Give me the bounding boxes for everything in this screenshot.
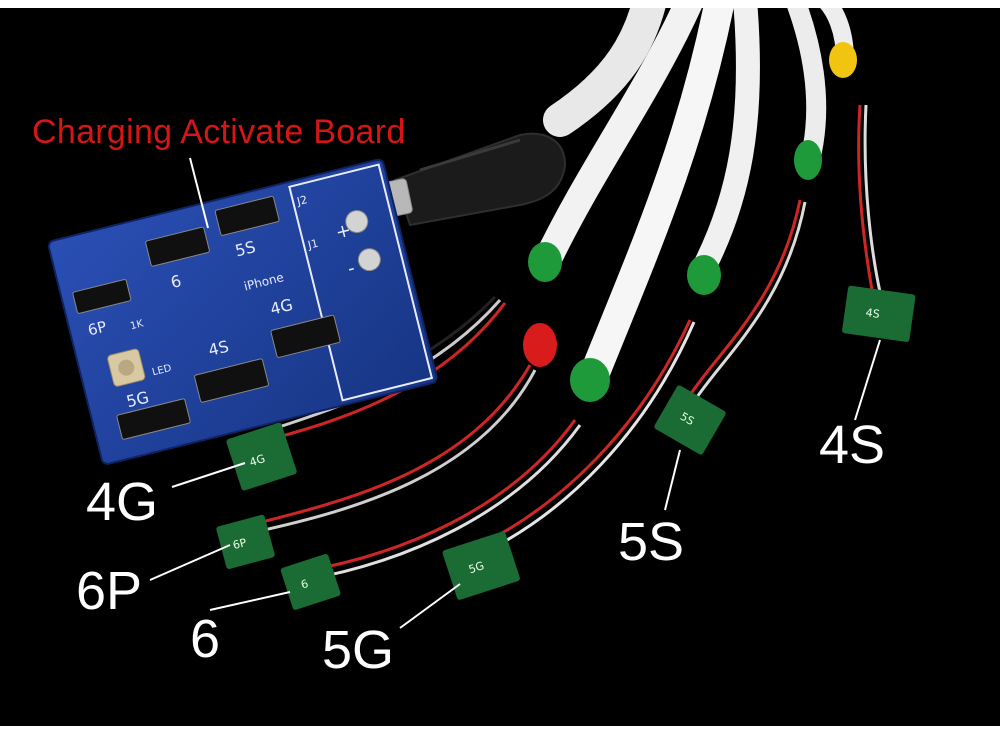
board-label-led: LED bbox=[151, 363, 173, 378]
pcb-label-4g: 4G bbox=[248, 452, 267, 469]
board-label-j1: J1 bbox=[306, 237, 320, 252]
pcb-tips: 4G 6P 6 5G 5S 4S bbox=[216, 285, 916, 610]
board-label-4g: 4G bbox=[268, 295, 295, 319]
charging-activate-board-label: Charging Activate Board bbox=[32, 113, 406, 151]
board-label-6: 6 bbox=[169, 271, 183, 292]
white-cables bbox=[531, 8, 854, 400]
label-4g: 4G bbox=[86, 472, 159, 532]
cable-sleeves bbox=[523, 42, 857, 402]
pointer-lines bbox=[149, 157, 881, 629]
photo-illustration: 5S 6 6P 1K LED 5G 4S 4G J2 J1 iPhone + -… bbox=[47, 8, 916, 629]
label-5s: 5S bbox=[618, 512, 685, 572]
board-label-minus: - bbox=[346, 258, 357, 280]
label-5g: 5G bbox=[322, 620, 395, 680]
board-label-plus: + bbox=[333, 220, 353, 244]
pcb-label-6p: 6P bbox=[231, 536, 248, 552]
label-6p: 6P bbox=[76, 561, 143, 621]
pcb-label-5g: 5G bbox=[467, 559, 486, 576]
pcb-label-6: 6 bbox=[299, 577, 310, 592]
board-label-6p: 6P bbox=[86, 318, 108, 340]
product-photo: 5S 6 6P 1K LED 5G 4S 4G J2 J1 iPhone + -… bbox=[0, 8, 1000, 726]
board-label-j2: J2 bbox=[295, 193, 309, 208]
label-4s: 4S bbox=[819, 415, 886, 475]
board-label-5g: 5G bbox=[124, 387, 151, 411]
label-6: 6 bbox=[190, 609, 221, 669]
board-label-1k: 1K bbox=[129, 318, 145, 332]
board-label-4s: 4S bbox=[206, 337, 230, 360]
pcb-label-5s: 5S bbox=[678, 410, 697, 428]
charging-board: 5S 6 6P 1K LED 5G 4S 4G J2 J1 iPhone + - bbox=[47, 158, 438, 465]
pcb-label-4s: 4S bbox=[865, 306, 881, 321]
board-label-5s: 5S bbox=[233, 237, 257, 260]
